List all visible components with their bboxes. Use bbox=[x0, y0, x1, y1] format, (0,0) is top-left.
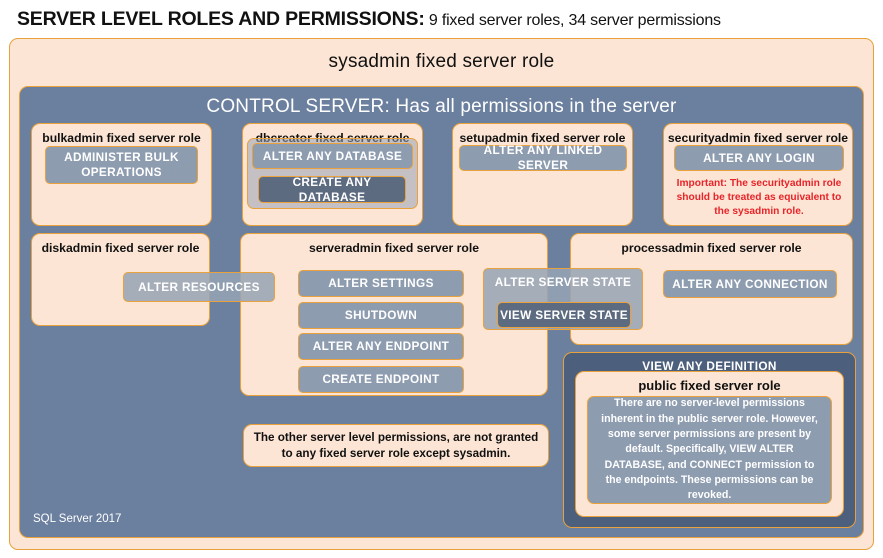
public-role-note: There are no server-level permissions in… bbox=[587, 396, 832, 504]
securityadmin-important-note: Important: The securityadmin role should… bbox=[676, 178, 842, 217]
role-title-diskadmin: diskadmin fixed server role bbox=[41, 241, 200, 255]
role-title-securityadmin: securityadmin fixed server role bbox=[667, 131, 849, 145]
page-title: SERVER LEVEL ROLES AND PERMISSIONS: 9 fi… bbox=[17, 8, 867, 36]
permission-alter-any-linked-server[interactable]: ALTER ANY LINKED SERVER bbox=[459, 143, 627, 172]
permission-administer-bulk-operations[interactable]: ADMINISTER BULK OPERATIONS bbox=[45, 146, 198, 184]
permission-view-server-state[interactable]: VIEW SERVER STATE bbox=[497, 302, 631, 328]
permission-alter-resources[interactable]: ALTER RESOURCES bbox=[123, 272, 275, 302]
permission-alter-any-database[interactable]: ALTER ANY DATABASE bbox=[252, 143, 413, 169]
role-title-processadmin: processadmin fixed server role bbox=[621, 241, 802, 255]
role-card-diskadmin[interactable]: diskadmin fixed server role bbox=[31, 233, 210, 326]
permission-alter-settings[interactable]: ALTER SETTINGS bbox=[298, 270, 464, 297]
permission-view-any-definition: VIEW ANY DEFINITION bbox=[642, 359, 777, 373]
permission-alter-any-connection[interactable]: ALTER ANY CONNECTION bbox=[663, 270, 837, 298]
sysadmin-role-label: sysadmin fixed server role bbox=[328, 51, 555, 72]
other-permissions-note: The other server level permissions, are … bbox=[243, 424, 549, 467]
permission-alter-any-endpoint[interactable]: ALTER ANY ENDPOINT bbox=[298, 333, 464, 360]
page-title-subtitle: 9 fixed server roles, 34 server permissi… bbox=[424, 12, 721, 29]
role-title-setupadmin: setupadmin fixed server role bbox=[459, 131, 626, 145]
role-title-public: public fixed server role bbox=[638, 378, 781, 393]
permission-shutdown[interactable]: SHUTDOWN bbox=[298, 302, 464, 329]
permission-create-any-database[interactable]: CREATE ANY DATABASE bbox=[258, 175, 406, 204]
permission-create-endpoint[interactable]: CREATE ENDPOINT bbox=[298, 366, 464, 393]
control-server-label: CONTROL SERVER: Has all permissions in t… bbox=[206, 96, 677, 117]
role-card-setupadmin[interactable]: setupadmin fixed server role bbox=[452, 123, 633, 226]
role-title-serveradmin: serveradmin fixed server role bbox=[308, 241, 480, 255]
role-card-securityadmin[interactable]: securityadmin fixed server role bbox=[663, 123, 853, 226]
page-title-strong: SERVER LEVEL ROLES AND PERMISSIONS: bbox=[17, 8, 425, 30]
permission-alter-any-login[interactable]: ALTER ANY LOGIN bbox=[674, 145, 844, 171]
footer-version-label: SQL Server 2017 bbox=[33, 513, 122, 525]
role-title-bulkadmin: bulkadmin fixed server role bbox=[42, 131, 201, 145]
